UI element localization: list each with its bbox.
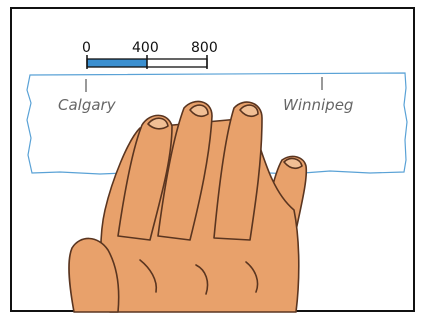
scale-tick-400-label: 400 [132,40,159,56]
scale-bar: 0 400 800 [82,40,218,69]
scale-bar-filled-segment [87,59,147,67]
scale-tick-0-label: 0 [82,40,91,56]
city-label-winnipeg: Winnipeg [283,96,353,114]
scale-bar-empty-segment [147,59,207,67]
city-label-calgary: Calgary [58,96,117,114]
scale-tick-800-label: 800 [191,40,218,56]
